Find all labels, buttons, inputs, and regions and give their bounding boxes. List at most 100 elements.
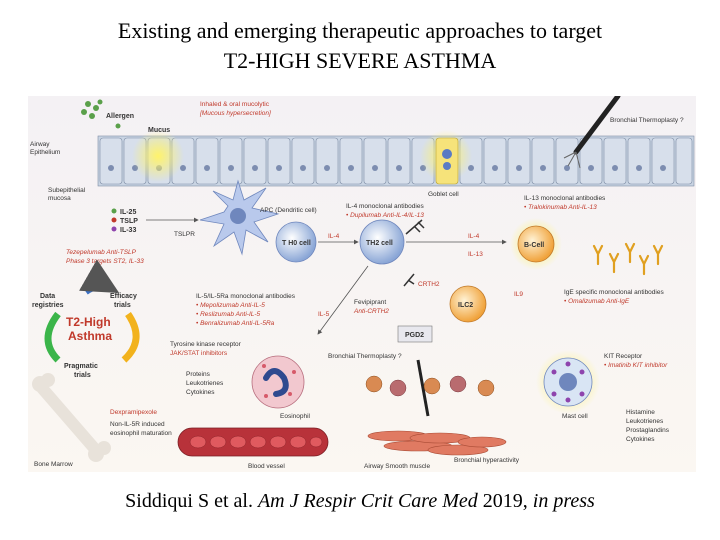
- pgd2-box: [397, 325, 433, 343]
- label-mucus: Mucus: [148, 127, 170, 134]
- bcell-icon: [517, 225, 555, 263]
- label-il25: IL-25: [120, 209, 136, 216]
- allergen-icon: [81, 99, 121, 129]
- label-il13-right: IL-13: [468, 251, 483, 258]
- label-leukotrienes: Leukotrienes: [186, 380, 224, 387]
- cycle-arrow-blue: [79, 259, 120, 295]
- asthma-pathway-figure: Allergen Mucus Inhaled & oral mucolytic …: [28, 96, 696, 472]
- label-t2high-2: Asthma: [68, 329, 112, 343]
- airway-epithelium: [97, 130, 695, 187]
- citation-year: 2019,: [482, 490, 528, 512]
- th2-cell-icon: [359, 219, 405, 265]
- ige-antibody-icons: [592, 242, 664, 276]
- label-nonil5r-2: eosinophil maturation: [110, 430, 172, 437]
- label-blood-vessel: Blood vessel: [248, 463, 285, 470]
- thermoplasty-probe-mid: [416, 359, 430, 417]
- title-line-1: Existing and emerging therapeutic approa…: [117, 18, 603, 43]
- smooth-muscle-icon: [367, 430, 507, 456]
- label-cytokines: Cytokines: [186, 389, 215, 396]
- label-histamine: Histamine: [626, 409, 655, 416]
- label-il13-mab-2: • Tralokinumab Anti-IL-13: [524, 204, 597, 211]
- label-mucolytic-1: Inhaled & oral mucolytic: [200, 101, 270, 108]
- label-ige-1: IgE specific monoclonal antibodies: [564, 289, 664, 296]
- label-tslp: TSLP: [120, 218, 138, 225]
- label-kit-1: KIT Receptor: [604, 353, 643, 360]
- label-fevipiprant-1: Fevipiprant: [354, 299, 386, 306]
- antibody-icon-il4: [405, 219, 425, 235]
- label-tezepelumab-2: Phase 3 targets ST2, IL-33: [66, 258, 144, 265]
- label-bone-marrow: Bone Marrow: [34, 461, 73, 468]
- label-il5: IL-5: [318, 311, 330, 318]
- label-dexpramipexole: Dexpramipexole: [110, 409, 157, 416]
- citation-status: in press: [532, 490, 595, 512]
- label-il4-top: IL-4: [328, 233, 340, 240]
- label-kit-2: • Imatinib KIT inhibitor: [604, 362, 668, 369]
- il25-dot-icon: [111, 208, 117, 214]
- label-pgd2: PGD2: [405, 332, 424, 339]
- blood-vessel-icon: [177, 427, 329, 457]
- cell-cluster-icons: [365, 375, 495, 397]
- label-fevipiprant-2: Anti-CRTH2: [353, 308, 389, 315]
- thermoplasty-probe-top: [563, 96, 621, 169]
- label-il5-mab-1: IL-5/IL-5Ra monoclonal antibodies: [196, 293, 296, 300]
- label-tslpr: TSLPR: [174, 231, 195, 238]
- th0-cell-icon: [275, 221, 317, 263]
- label-leukotrienes-r: Leukotrienes: [626, 418, 664, 425]
- label-tyrosine-1: Tyrosine kinase receptor: [170, 341, 242, 348]
- cycle-arrow-yellow: [121, 312, 140, 363]
- label-il4-right: IL-4: [468, 233, 480, 240]
- label-allergen: Allergen: [106, 113, 134, 120]
- il33-dot-icon: [111, 226, 117, 232]
- label-il5-mab-2: • Mepolizumab Anti-IL-5: [196, 302, 265, 309]
- label-ilc2: ILC2: [458, 302, 473, 309]
- label-cytokines-r: Cytokines: [626, 436, 655, 443]
- label-subepithelial-1: Subepithelial: [48, 187, 86, 194]
- citation-journal: Am J Respir Crit Care Med: [257, 490, 478, 512]
- label-data-registries-1: Data: [40, 293, 55, 300]
- label-crth2: CRTH2: [418, 281, 440, 288]
- label-smooth-muscle: Airway Smooth muscle: [364, 463, 430, 470]
- ilc2-cell-icon: [449, 285, 487, 323]
- label-mast-cell: Mast cell: [562, 413, 588, 420]
- label-subepithelial-2: mucosa: [48, 195, 71, 202]
- label-il5-mab-4: • Benralizumab Anti-IL-5Ra: [196, 320, 275, 327]
- label-th2: TH2 cell: [366, 240, 393, 247]
- label-il5-mab-3: • Reslizumab Anti-IL-5: [196, 311, 261, 318]
- label-airway-2: Epithelium: [30, 149, 60, 156]
- tslp-dot-icon: [111, 217, 117, 223]
- label-pragmatic-2: trials: [74, 372, 91, 379]
- label-il9: IL9: [514, 291, 523, 298]
- label-il4-mab-2: • Dupilumab Anti-IL-4/IL-13: [346, 212, 424, 219]
- label-tezepelumab-1: Tezepelumab Anti-TSLP: [66, 249, 137, 256]
- label-bcell: B-Cell: [524, 242, 544, 249]
- label-tyrosine-2: JAK/STAT inhibitors: [170, 350, 228, 357]
- mast-cell-icon: [536, 350, 600, 414]
- label-goblet-cell: Goblet cell: [428, 191, 459, 198]
- title-line-2: T2-HIGH SEVERE ASTHMA: [223, 48, 497, 73]
- citation: Siddiqui S et al. Am J Respir Crit Care …: [0, 490, 720, 513]
- label-pragmatic-1: Pragmatic: [64, 363, 98, 370]
- bone-marrow-icon: [32, 373, 111, 462]
- label-mucolytic-2: [Mucous hypersecretion]: [199, 110, 271, 117]
- antibody-icon-crth2: [403, 273, 415, 287]
- label-proteins: Proteins: [186, 371, 211, 378]
- label-th0: T H0 cell: [282, 240, 311, 247]
- label-il13-mab-1: IL-13 monoclonal antibodies: [524, 195, 606, 202]
- eosinophil-icon: [251, 355, 305, 409]
- cycle-arrow-green: [44, 311, 61, 363]
- label-efficacy-1: Efficacy: [110, 293, 137, 300]
- label-thermoplasty-mid: Bronchial Thermoplasty ?: [328, 353, 402, 360]
- label-efficacy-2: trials: [114, 302, 131, 309]
- citation-authors: Siddiqui S et al.: [125, 490, 253, 512]
- label-thermoplasty-top: Bronchial Thermoplasty ?: [610, 117, 684, 124]
- label-t2high-1: T2-High: [66, 315, 111, 329]
- label-prostaglandins: Prostaglandins: [626, 427, 670, 434]
- label-ige-2: • Omalizumab Anti-IgE: [564, 298, 630, 305]
- label-data-registries-2: registries: [32, 302, 64, 309]
- dendritic-cell-icon: [199, 179, 280, 256]
- label-hyperactivity: Bronchial hyperactivity: [454, 457, 520, 464]
- label-il4-mab-1: IL-4 monoclonal antibodies: [346, 203, 424, 210]
- label-apc: APC (Dendritic cell): [260, 207, 317, 214]
- slide-title: Existing and emerging therapeutic approa…: [0, 16, 720, 76]
- label-eosinophil: Eosinophil: [280, 413, 311, 420]
